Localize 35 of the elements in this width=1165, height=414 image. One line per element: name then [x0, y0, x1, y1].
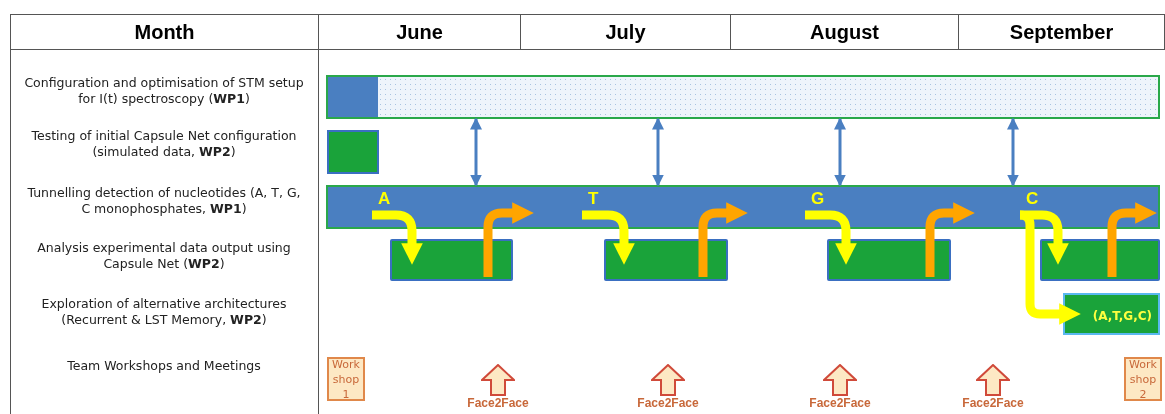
arrow: [372, 210, 423, 265]
row-label: Tunnelling detection of nucleotides (A, T, G, C monophosphates, WP1): [26, 185, 302, 217]
column-header: Month: [10, 14, 319, 50]
arrow: [925, 202, 975, 277]
arrow: [582, 210, 635, 265]
column-header: September: [958, 14, 1165, 50]
task-box: (A,T,G,C): [1063, 293, 1160, 335]
meeting-label: Face2Face: [636, 396, 700, 410]
edge-label: A: [378, 189, 391, 209]
column-header: June: [318, 14, 521, 50]
workshop-box: Work shop 1: [327, 357, 365, 401]
edge-label: G: [811, 189, 825, 209]
meeting-label: Face2Face: [808, 396, 872, 410]
arrow: [805, 210, 857, 265]
arrow: [1007, 117, 1019, 187]
column-header: August: [730, 14, 959, 50]
row-label: Team Workshops and Meetings: [66, 358, 262, 374]
arrow: [652, 117, 664, 187]
edge-label: T: [588, 189, 599, 209]
row-label: Configuration and optimisation of STM setup for I(t) spectroscopy (WP1): [24, 75, 304, 107]
arrow: [1107, 202, 1157, 277]
task-bar: [326, 75, 1160, 119]
row-label: Testing of initial Capsule Net configuration (simulated data, WP2): [30, 128, 298, 160]
edge-label: C: [1026, 189, 1039, 209]
column-header: July: [520, 14, 731, 50]
row-label: Exploration of alternative architectures (Recurrent & LST Memory, WP2): [40, 296, 288, 328]
arrow: [834, 117, 846, 187]
row-label: Analysis experimental data output using Capsule Net (WP2): [36, 240, 292, 272]
arrow: [470, 117, 482, 187]
arrow: [698, 202, 748, 277]
meeting-label: Face2Face: [466, 396, 530, 410]
meeting-label: Face2Face: [961, 396, 1025, 410]
arrow: [483, 202, 534, 277]
task-bar: [327, 130, 379, 174]
workshop-box: Work shop 2: [1124, 357, 1162, 401]
